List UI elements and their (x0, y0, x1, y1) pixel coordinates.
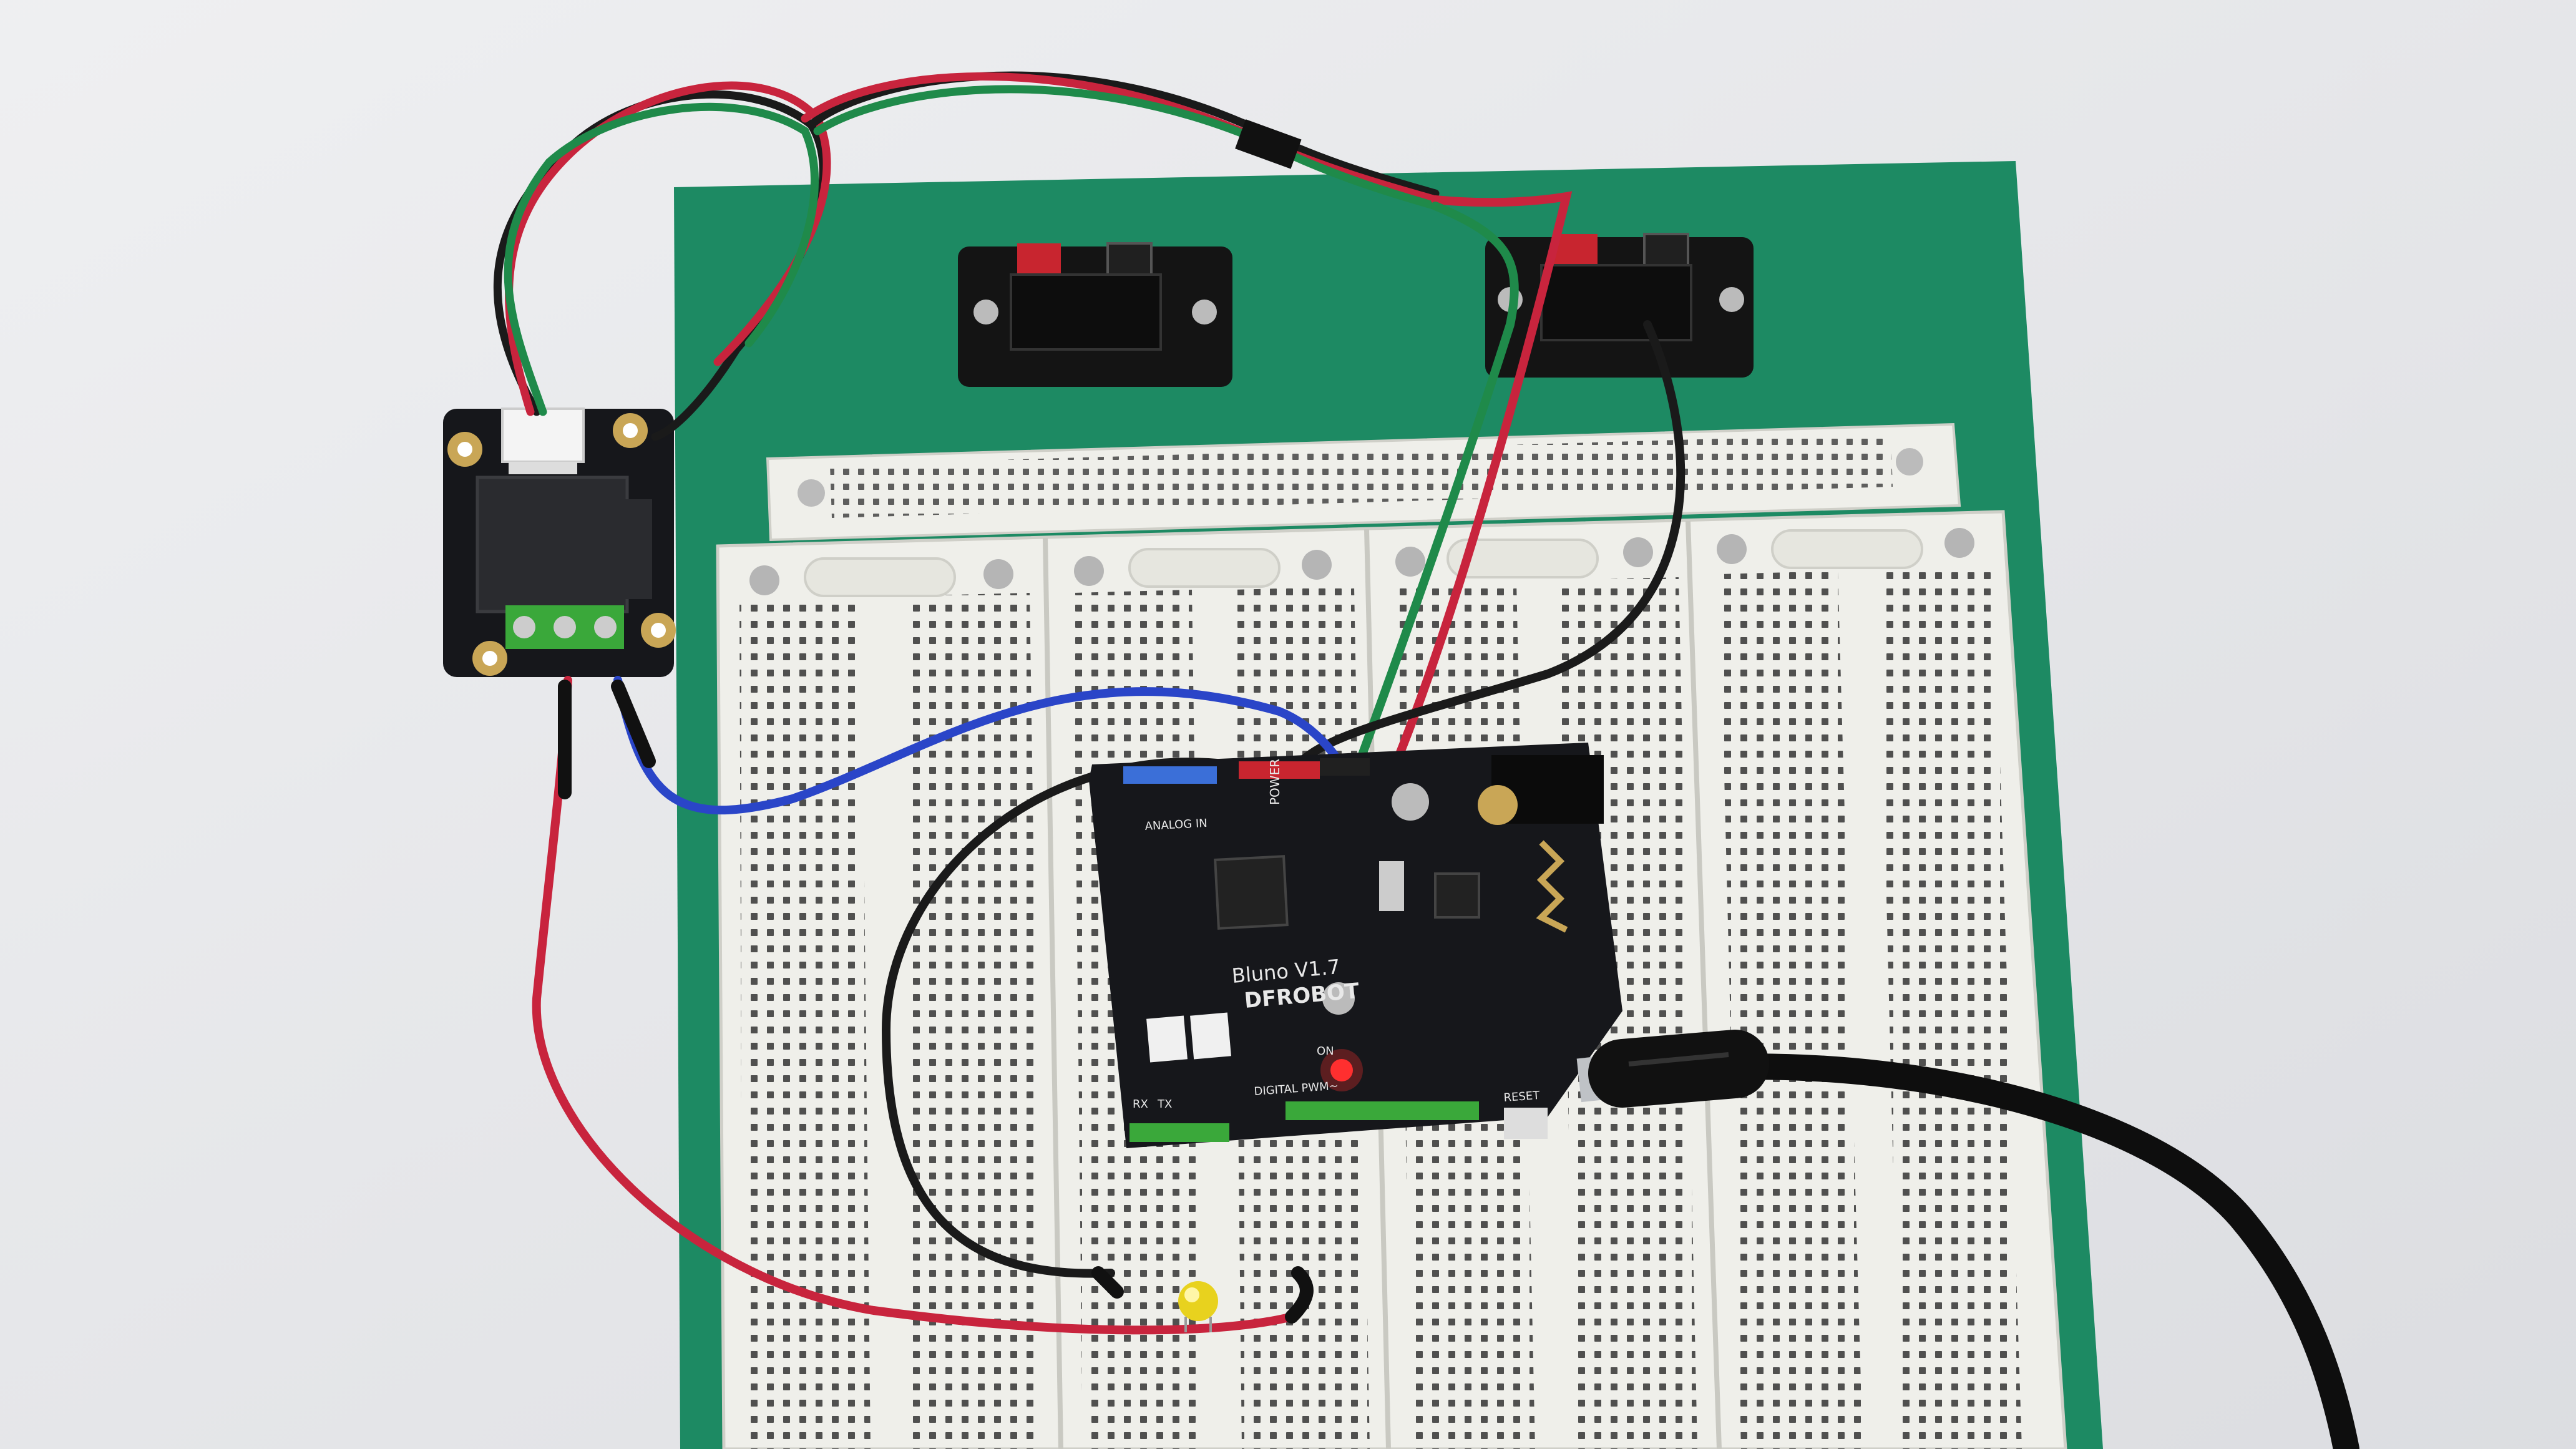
power-on-led (1330, 1059, 1353, 1081)
relay-module (443, 407, 676, 677)
digital-header (1129, 1123, 1229, 1142)
sensor-cable (493, 71, 1440, 441)
on-label: ON (1317, 1045, 1334, 1058)
analog-header-label: ANALOG IN (1144, 817, 1208, 833)
breadboard-power-rail (766, 422, 1961, 542)
usb-cable (1588, 1030, 2359, 1449)
reset-label: RESET (1503, 1089, 1541, 1105)
bluno-board: DFROBOT Bluno V1.7 POWER ANALOG IN DIGIT… (1089, 743, 1656, 1148)
black-jumper-wire (1287, 320, 1686, 778)
tx-label: TX (1157, 1098, 1172, 1111)
red-led-wire (532, 676, 1296, 1335)
analog-header (1123, 766, 1217, 784)
power-header-label: POWER (1267, 759, 1282, 805)
red-jumper-wire (1387, 191, 1573, 778)
binding-post-left (958, 242, 1232, 387)
power-header-pins (1239, 761, 1320, 779)
rx-label: RX (1133, 1098, 1148, 1111)
binding-post-right (1485, 233, 1754, 378)
yellow-led (1178, 1281, 1218, 1332)
